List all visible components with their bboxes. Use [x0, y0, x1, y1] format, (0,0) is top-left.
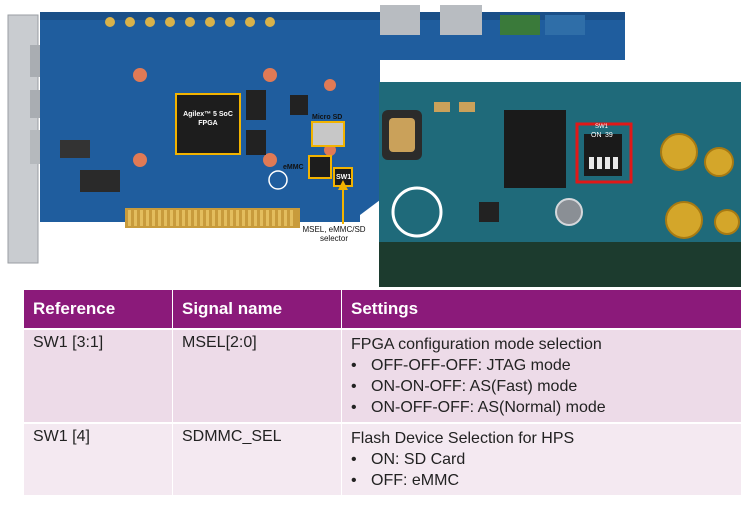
list-item: ON-ON-OFF: AS(Fast) mode	[351, 376, 732, 397]
settings-list: OFF-OFF-OFF: JTAG mode ON-ON-OFF: AS(Fas…	[351, 355, 732, 418]
cell-settings: Flash Device Selection for HPS ON: SD Ca…	[341, 422, 742, 495]
switch-number-text: 39	[605, 132, 613, 139]
board-illustration	[7, 5, 625, 264]
cell-reference: SW1 [3:1]	[24, 328, 173, 423]
cell-signal: SDMMC_SEL	[172, 422, 342, 495]
selector-callout-label: MSEL, eMMC/SD selector	[302, 225, 366, 243]
settings-list: ON: SD Card OFF: eMMC	[351, 449, 732, 491]
settings-title: Flash Device Selection for HPS	[351, 430, 575, 447]
table-row: SW1 [3:1] MSEL[2:0] FPGA configuration m…	[24, 328, 742, 423]
zoom-illustration	[379, 82, 741, 287]
cell-reference: SW1 [4]	[24, 422, 173, 495]
emmc-label: eMMC	[283, 164, 304, 171]
settings-table: Reference Signal name Settings SW1 [3:1]…	[24, 290, 742, 495]
zoom-photo: ON 39 SW1	[379, 82, 741, 287]
switch-sw1-text: SW1	[595, 124, 609, 130]
table-header-row: Reference Signal name Settings	[24, 290, 742, 329]
header-settings: Settings	[341, 290, 742, 329]
sw1-label: SW1	[336, 174, 352, 181]
list-item: OFF: eMMC	[351, 470, 732, 491]
cell-signal: MSEL[2:0]	[172, 328, 342, 423]
board-photo: Agilex™ 5 SoC FPGA Micro SD eMMC SW1 MSE…	[0, 0, 640, 290]
list-item: OFF-OFF-OFF: JTAG mode	[351, 355, 732, 376]
list-item: ON-OFF-OFF: AS(Normal) mode	[351, 397, 732, 418]
list-item: ON: SD Card	[351, 449, 732, 470]
microsd-label: Micro SD	[312, 114, 343, 121]
switch-on-text: ON	[591, 132, 602, 139]
table-row: SW1 [4] SDMMC_SEL Flash Device Selection…	[24, 422, 742, 495]
settings-title: FPGA configuration mode selection	[351, 336, 602, 353]
header-reference: Reference	[24, 290, 173, 329]
header-signal-name: Signal name	[172, 290, 342, 329]
fpga-label: Agilex™ 5 SoC FPGA	[183, 111, 233, 127]
cell-settings: FPGA configuration mode selection OFF-OF…	[341, 328, 742, 423]
